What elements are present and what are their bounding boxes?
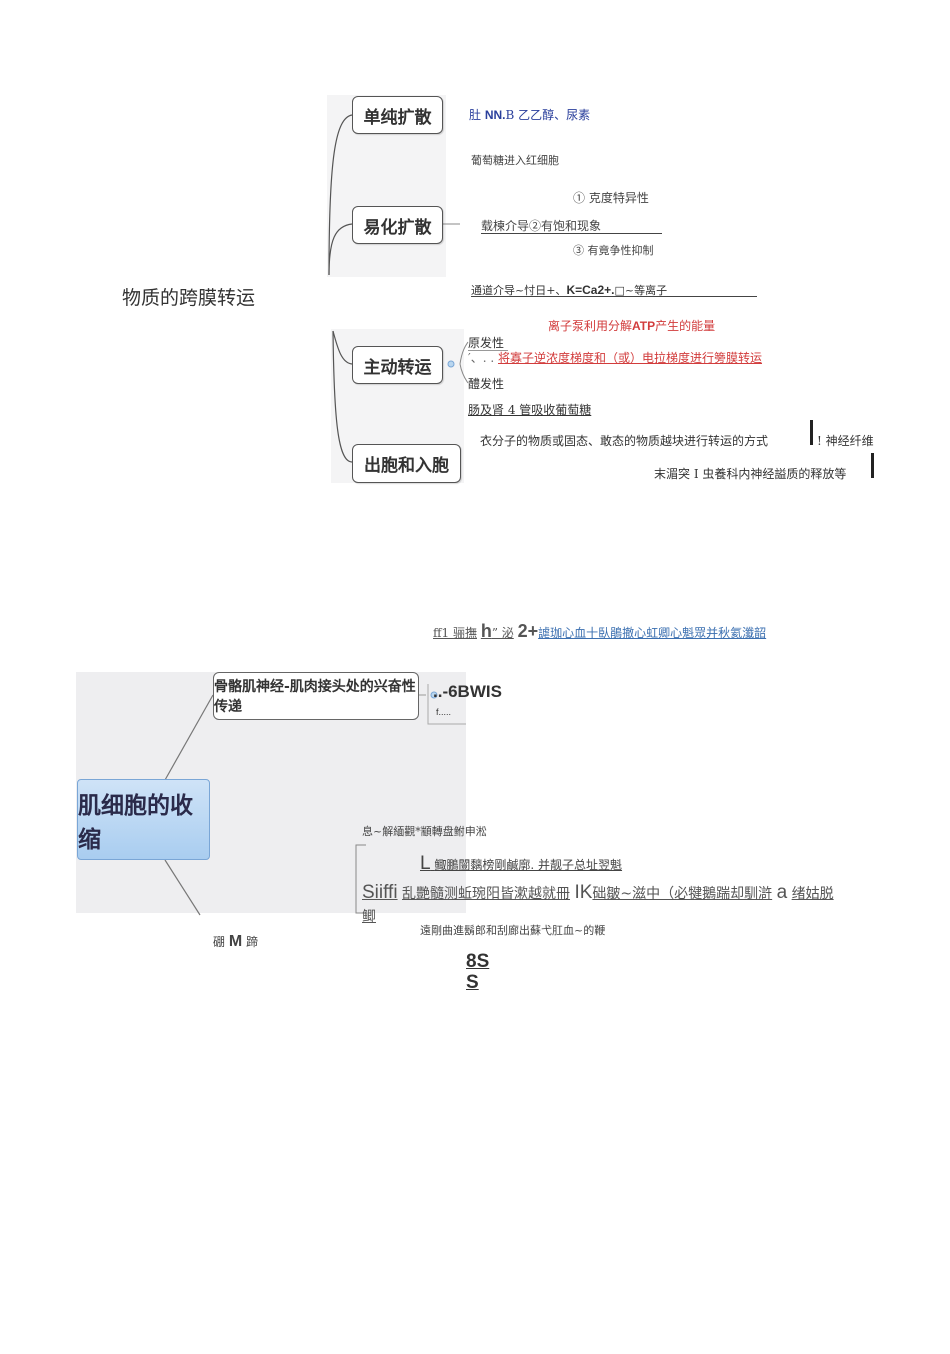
primary-active: 原发性 bbox=[468, 336, 505, 350]
connector-endo bbox=[332, 330, 353, 463]
exo-text-2: 末湄突 I 虫養科内神经謚质的释放等 bbox=[654, 467, 847, 481]
junction-dot bbox=[447, 360, 455, 368]
bottom-connectors bbox=[164, 684, 466, 916]
glucose-rbc: 葡萄糖进入红细胞 bbox=[471, 154, 559, 167]
pump-energy-suffix: 产生的能量 bbox=[655, 319, 716, 333]
nmj-note-2: f..... bbox=[436, 707, 452, 717]
carrier-item-1: ① 克度特异性 bbox=[573, 191, 649, 205]
line3-a2: a bbox=[776, 882, 788, 903]
bottom-footer: 硼 M 蹄 bbox=[213, 933, 258, 951]
bottom-header: ff1 骊撫 h” 泌 2+謔珈心血十臥鵑撤心虹卿心魁眾并秋氦瀸韶 bbox=[433, 621, 766, 642]
contraction-line-3-end: 鲫 bbox=[362, 909, 376, 925]
gradient-line: ′、. . 将寡子逆浓度梯度和（或）电拉梯度进行篣膜转运 bbox=[468, 349, 762, 366]
simple-note-nn: NN. bbox=[484, 108, 506, 122]
exo-bar-1 bbox=[810, 420, 813, 445]
contraction-line-4: 遠剛曲進鬍郎和刮廊出蘇弋肛血~的鞭 bbox=[420, 924, 606, 937]
header-prefix: ff1 骊撫 bbox=[433, 626, 477, 640]
node-active-transport[interactable]: 主动转运 bbox=[352, 346, 443, 384]
header-h: h bbox=[480, 621, 492, 641]
connector-act-out bbox=[459, 341, 469, 365]
connector-simple bbox=[328, 114, 353, 276]
line3-a: 乱艷髓测蚯琬阳皆漱越就冊 bbox=[402, 886, 571, 902]
top-connectors bbox=[328, 114, 469, 463]
carrier-item-3: ③ 有竟争性抑制 bbox=[573, 244, 654, 257]
footer-m: M bbox=[228, 933, 243, 950]
node-muscle-label: 肌细胞的收缩 bbox=[78, 792, 193, 853]
exo-bar-2 bbox=[871, 453, 874, 478]
line2-text: 鲰鵬闓黐榜剛鹹廓. 并靓子总址翌魁 bbox=[434, 858, 623, 872]
carrier-underline bbox=[481, 233, 662, 234]
node-nmj-transmission[interactable]: 骨骼肌神经-肌肉接头处的兴奋性传递 bbox=[213, 672, 419, 720]
node-nmj-label: 骨骼肌神经-肌肉接头处的兴奋性传递 bbox=[214, 679, 416, 715]
node-simple-diffusion[interactable]: 单纯扩散 bbox=[352, 96, 443, 134]
header-mid: ” 泌 bbox=[491, 626, 514, 640]
channel-note: 通道介导~忖日+、K=Ca2+.□~等离子 bbox=[471, 282, 667, 298]
bottom-s: S bbox=[466, 972, 479, 993]
connector-sub1 bbox=[164, 694, 214, 781]
gradient-text: 将寡子逆浓度梯度和（或）电拉梯度进行篣膜转运 bbox=[498, 351, 763, 365]
pump-energy: 离子泵利用分解ATP产生的能量 bbox=[548, 317, 715, 334]
node-active-label: 主动转运 bbox=[363, 357, 432, 378]
connector-facilitated bbox=[328, 223, 353, 276]
channel-underline bbox=[471, 296, 757, 297]
connector-act-out2 bbox=[459, 363, 469, 384]
bracket-lower bbox=[355, 844, 366, 914]
connector-sub2 bbox=[164, 859, 201, 916]
nmj-note: ..-6BWIS bbox=[433, 682, 502, 701]
contraction-line-3: Siiffi 乱艷髓测蚯琬阳皆漱越就冊 IK础皺~滋中（必犍鵝踹却馴滸 a 绪姑… bbox=[362, 882, 834, 904]
primary-underline bbox=[468, 350, 508, 351]
simple-note-prefix: 肚 bbox=[469, 108, 482, 122]
node-simple-label: 单纯扩散 bbox=[363, 107, 432, 128]
connector-active bbox=[332, 330, 353, 365]
channel-ions: K=Ca2+. bbox=[566, 283, 615, 297]
gradient-prefix: ′、. . bbox=[468, 351, 495, 365]
carrier-label: 载楝介导②有饱和现象 bbox=[481, 219, 602, 233]
node-muscle-contraction[interactable]: 肌细胞的收缩 bbox=[77, 779, 210, 860]
footer-suffix: 蹄 bbox=[246, 935, 259, 949]
simple-note: 肚 NN.B 乙乙醇、尿素 bbox=[469, 106, 590, 123]
bracket-upper bbox=[427, 684, 466, 725]
contraction-line-1: 息~解緬觀*顓轉盘鲋申淞 bbox=[362, 825, 487, 838]
header-2plus: 2+ bbox=[517, 621, 539, 641]
line3-c: 绪姑脱 bbox=[791, 886, 834, 902]
node-endo-label: 出胞和入胞 bbox=[364, 456, 449, 476]
intestine-glucose: 肠及肾 4 管吸收葡萄糖 bbox=[468, 403, 592, 417]
node-facilitated-label: 易化扩散 bbox=[363, 217, 432, 238]
line3-ik: IK bbox=[574, 882, 593, 903]
pump-energy-atp: ATP bbox=[632, 319, 656, 333]
root-title: 物质的跨膜转运 bbox=[122, 288, 256, 309]
contraction-line-2: L 鲰鵬闓黐榜剛鹹廓. 并靓子总址翌魁 bbox=[420, 853, 622, 875]
exo-text: 衣分子的物质或固态、敢态的物质越块进行转运的方式 bbox=[480, 434, 769, 448]
pump-energy-prefix: 离子泵利用分解 bbox=[548, 319, 633, 333]
footer-prefix: 硼 bbox=[213, 935, 226, 949]
secondary-active: 醴发性 bbox=[468, 377, 505, 391]
exo-suffix: ! 神经纤维 bbox=[817, 434, 874, 448]
header-rest: 謔珈心血十臥鵑撤心虹卿心魁眾并秋氦瀸韶 bbox=[538, 626, 767, 640]
line3-b: 础皺~滋中（必犍鵝踹却馴滸 bbox=[592, 886, 773, 902]
channel-suffix: □~等离子 bbox=[614, 284, 668, 297]
line3-siiffi: Siiffi bbox=[362, 882, 398, 903]
simple-note-rest: B 乙乙醇、尿素 bbox=[505, 108, 591, 122]
line2-L: L bbox=[420, 853, 431, 874]
node-facilitated-diffusion[interactable]: 易化扩散 bbox=[352, 206, 443, 244]
bottom-8s: 8S bbox=[466, 951, 490, 972]
sub1-dot bbox=[430, 691, 438, 699]
channel-prefix: 通道介导~忖日+、 bbox=[471, 284, 567, 297]
node-endo-exocytosis[interactable]: 出胞和入胞 bbox=[352, 444, 461, 483]
